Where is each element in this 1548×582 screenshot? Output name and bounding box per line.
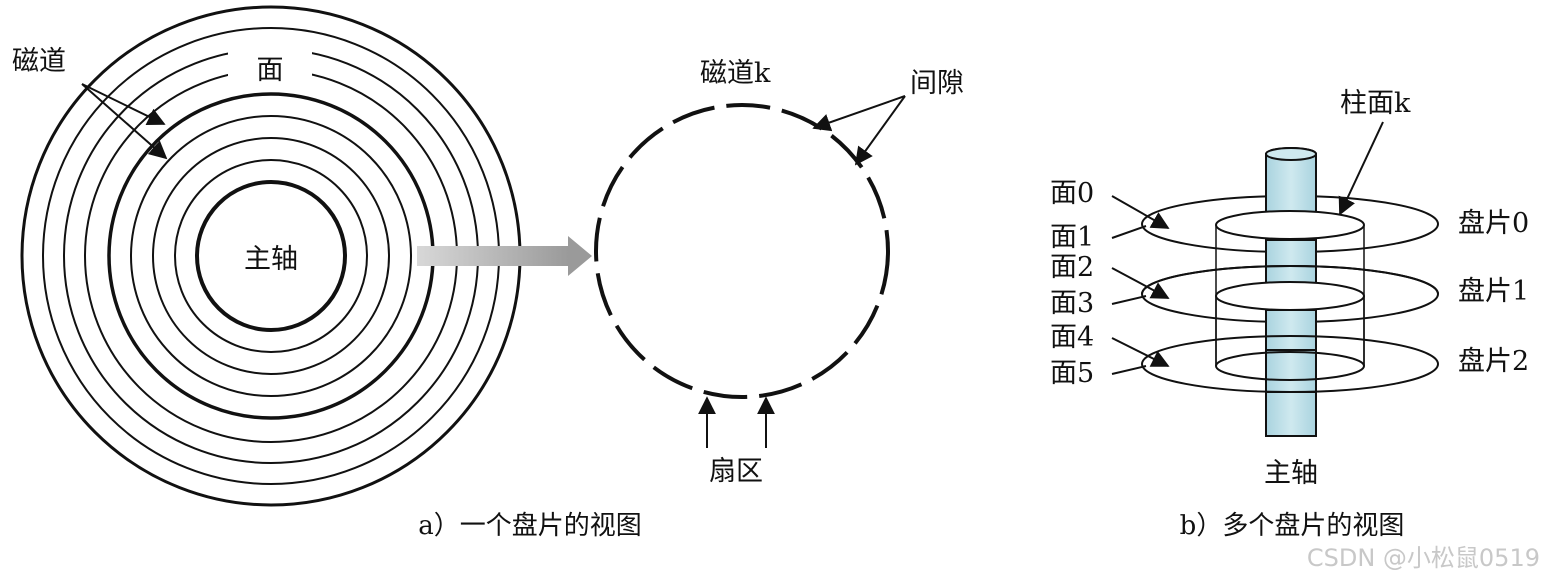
surface-3-pointer (1111, 295, 1147, 305)
surface-0-arrow (1111, 195, 1170, 229)
surface-label-mask (228, 42, 312, 90)
surface-1-pointer (1111, 225, 1147, 239)
surface-2-label: 面2 (1050, 252, 1094, 283)
platter-0 (1141, 147, 1439, 253)
cylinder-k-arrow (1338, 121, 1384, 216)
track-k-circle (594, 103, 890, 399)
track-k-label: 磁道k (700, 58, 771, 89)
multi-platter-view: 柱面k 面0 面1 面2 面3 面4 面5 盘片0 盘片1 盘片2 主轴 b）多… (1050, 88, 1529, 541)
single-platter-view: 面 主轴 磁道 磁道k 间隙 扇区 a）一个盘片的视图 (12, 5, 964, 541)
zoom-arrow (417, 236, 592, 276)
surface-0-label: 面0 (1050, 178, 1094, 209)
caption-a: a）一个盘片的视图 (418, 511, 642, 541)
surface-2-arrow (1111, 267, 1170, 299)
surface-4-arrow (1111, 337, 1170, 367)
track-arrow-2 (81, 83, 168, 160)
cylinder-k-label: 柱面k (1340, 88, 1411, 119)
surface-1-label: 面1 (1050, 222, 1094, 253)
platter-2-label: 盘片2 (1458, 346, 1529, 377)
caption-b: b）多个盘片的视图 (1180, 511, 1405, 541)
gap-arrow-2 (854, 95, 906, 166)
track-label: 磁道 (12, 46, 66, 77)
surface-label: 面 (257, 55, 284, 86)
sector-label: 扇区 (709, 456, 763, 487)
watermark: CSDN @小松鼠0519 (1307, 544, 1540, 572)
platter-1-label: 盘片1 (1458, 276, 1529, 307)
platter-1 (1141, 265, 1439, 366)
gap-label: 间隙 (910, 68, 964, 99)
surface-4-label: 面4 (1050, 322, 1094, 353)
gap-arrow-1 (812, 95, 906, 132)
platter-0-label: 盘片0 (1458, 208, 1529, 239)
surface-3-label: 面3 (1050, 288, 1094, 319)
platter-2 (1141, 335, 1439, 437)
surface-5-pointer (1111, 365, 1147, 375)
track-arrow-1 (81, 83, 166, 125)
spindle-label-b: 主轴 (1264, 458, 1318, 489)
surface-5-label: 面5 (1050, 358, 1094, 389)
spindle-label: 主轴 (244, 244, 298, 275)
